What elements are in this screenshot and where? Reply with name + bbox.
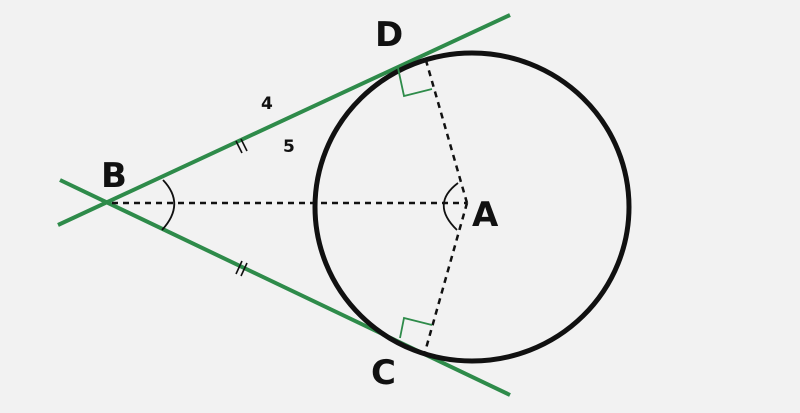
number-label-4: 4	[261, 94, 273, 114]
equal-tick-bc	[235, 260, 248, 277]
right-angle-marker-c	[399, 316, 433, 339]
angle-arc-b	[161, 179, 176, 231]
equal-tick-bd	[235, 138, 248, 154]
point-label-d: D	[375, 15, 403, 55]
dashed-segment-ac	[423, 202, 469, 353]
tangent-line-bd	[57, 13, 511, 227]
right-angle-marker-d	[397, 67, 433, 98]
angle-arc-a	[442, 182, 459, 231]
point-label-a: A	[472, 195, 499, 235]
number-label-5: 5	[283, 137, 295, 157]
circle-a	[312, 50, 632, 364]
point-label-c: C	[371, 353, 396, 393]
dashed-segment-ad	[423, 56, 469, 204]
point-label-b: B	[101, 156, 127, 196]
